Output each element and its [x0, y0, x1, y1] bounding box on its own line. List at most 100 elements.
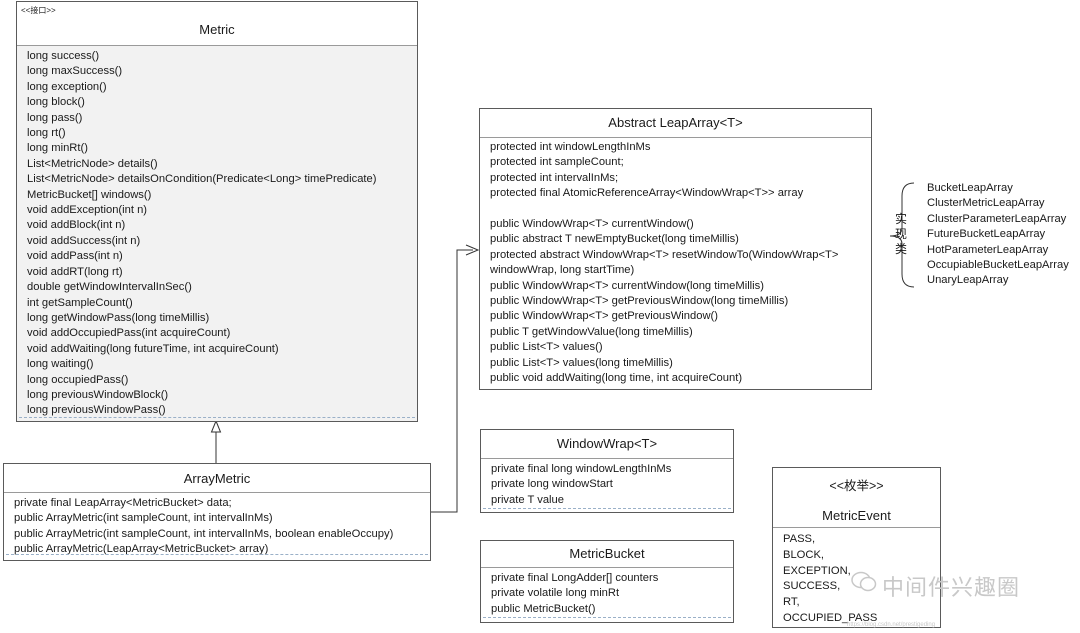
metric-stereotype: <<接口>> — [21, 6, 56, 15]
windowwrap-field: private T value — [491, 493, 564, 506]
implementation-class: OccupiableBucketLeapArray — [927, 259, 1069, 272]
leaparray-members: protected int windowLengthInMs protected … — [480, 138, 871, 386]
arraymetric-member: public ArrayMetric(LeapArray<MetricBucke… — [14, 543, 269, 556]
implementation-class: HotParameterLeapArray — [927, 243, 1049, 256]
leaparray-method: public WindowWrap<T> currentWindow(long … — [490, 279, 764, 292]
watermark-logo-icon — [851, 571, 877, 593]
leaparray-method: public List<T> values() — [490, 341, 603, 354]
metric-method: void addSuccess(int n) — [27, 234, 141, 247]
realization-arrowhead — [210, 419, 222, 433]
metric-method: long previousWindowBlock() — [27, 388, 169, 401]
leaparray-method: public WindowWrap<T> getPreviousWindow(l… — [490, 295, 789, 308]
metric-method: long pass() — [27, 111, 83, 124]
association-arrowhead — [465, 244, 480, 256]
leaparray-title: Abstract LeapArray<T> — [480, 109, 871, 138]
leaparray-method: public WindowWrap<T> currentWindow() — [490, 218, 694, 231]
arraymetric-title: ArrayMetric — [4, 464, 430, 493]
implementation-class: ClusterParameterLeapArray — [927, 212, 1067, 225]
leaparray-method: public void addWaiting(long time, int ac… — [490, 372, 743, 385]
metricbucket-divider — [483, 617, 731, 618]
implementation-class: FutureBucketLeapArray — [927, 228, 1046, 241]
metric-method: long exception() — [27, 80, 107, 93]
leaparray-method-list: public WindowWrap<T> currentWindow() publ… — [490, 217, 871, 386]
arraymetric-member: private final LeapArray<MetricBucket> da… — [14, 497, 232, 509]
implementation-label: 实 现 类 — [894, 212, 908, 257]
windowwrap-divider — [483, 508, 731, 509]
leaparray-class-box: Abstract LeapArray<T> protected int wind… — [479, 108, 872, 390]
implementation-label-char: 现 — [894, 227, 907, 241]
leaparray-method: public WindowWrap<T> getPreviousWindow() — [490, 310, 718, 323]
leaparray-method: protected abstract WindowWrap<T> resetWi… — [490, 248, 839, 261]
metricevent-value: OCCUPIED_PASS — [783, 611, 878, 624]
metricbucket-member: public MetricBucket() — [491, 602, 596, 615]
watermark-text: 中间件兴趣圈 — [882, 575, 1021, 600]
leaparray-gap — [490, 202, 871, 217]
leaparray-method: public List<T> values(long timeMillis) — [490, 356, 673, 369]
windowwrap-class-box: WindowWrap<T> private final long windowL… — [480, 429, 734, 513]
metric-title: Metric — [17, 2, 417, 46]
metric-method: long rt() — [27, 127, 66, 140]
leaparray-field-list: protected int windowLengthInMs protected … — [490, 140, 871, 202]
metric-method: void addException(int n) — [27, 204, 148, 217]
implementation-label-char: 实 — [894, 212, 907, 226]
windowwrap-field: private long windowStart — [491, 478, 613, 491]
metric-method: void addWaiting(long futureTime, int acq… — [27, 342, 279, 355]
metric-method: void addRT(long rt) — [27, 265, 123, 278]
metric-method: void addPass(int n) — [27, 250, 123, 263]
metricbucket-member: private volatile long minRt — [491, 587, 620, 600]
metricevent-value-list: PASS, BLOCK, EXCEPTION, SUCCESS, RT, OCCUPIED… — [773, 528, 940, 627]
metric-method: int getSampleCount() — [27, 296, 133, 309]
leaparray-method: public T getWindowValue(long timeMillis) — [490, 325, 693, 338]
metricbucket-title: MetricBucket — [481, 541, 733, 568]
metricevent-value: PASS, — [783, 533, 816, 545]
implementation-brace — [889, 182, 915, 288]
metricevent-value: BLOCK, — [783, 548, 825, 561]
metricbucket-member-list: private final LongAdder[] counters privat… — [481, 568, 733, 617]
metric-method: long maxSuccess() — [27, 65, 123, 78]
implementation-class: ClusterMetricLeapArray — [927, 197, 1045, 210]
metric-method: long minRt() — [27, 142, 88, 155]
metricevent-value: EXCEPTION, — [783, 564, 851, 577]
arraymetric-class-box: ArrayMetric private final LeapArray<Metr… — [3, 463, 431, 561]
metric-method: MetricBucket[] windows() — [27, 188, 152, 201]
implementation-class: BucketLeapArray — [927, 182, 1013, 194]
leaparray-field: protected final AtomicReferenceArray<Win… — [490, 187, 804, 200]
leaparray-field: protected int windowLengthInMs — [490, 141, 651, 153]
metric-method: long occupiedPass() — [27, 373, 129, 386]
arraymetric-member: public ArrayMetric(int sampleCount, int … — [14, 512, 273, 525]
arraymetric-member-list: private final LeapArray<MetricBucket> da… — [4, 493, 430, 558]
leaparray-method: windowWrap, long startTime) — [490, 264, 635, 277]
metricevent-value: RT, — [783, 596, 800, 609]
metric-method: long waiting() — [27, 358, 94, 371]
arraymetric-member: public ArrayMetric(int sampleCount, int … — [14, 527, 394, 540]
metric-method: void addOccupiedPass(int acquireCount) — [27, 327, 231, 340]
windowwrap-field-list: private final long windowLengthInMs priva… — [481, 459, 733, 508]
metricevent-value: SUCCESS, — [783, 580, 841, 593]
metricbucket-member: private final LongAdder[] counters — [491, 572, 659, 584]
metric-interface-box: <<接口>> Metric long success() long maxSucc… — [16, 1, 418, 422]
metric-divider — [19, 417, 415, 418]
metricevent-header: <<枚举>> MetricEvent — [773, 468, 940, 528]
leaparray-method: public abstract T newEmptyBucket(long ti… — [490, 233, 739, 246]
metric-method: List<MetricNode> detailsOnCondition(Pred… — [27, 173, 377, 186]
metric-method: long success() — [27, 50, 100, 62]
windowwrap-field: private final long windowLengthInMs — [491, 463, 672, 475]
metricbucket-class-box: MetricBucket private final LongAdder[] c… — [480, 540, 734, 623]
metric-method: void addBlock(int n) — [27, 219, 126, 232]
leaparray-field: protected int sampleCount; — [490, 156, 624, 169]
implementation-label-char: 类 — [894, 242, 907, 256]
metric-method: long getWindowPass(long timeMillis) — [27, 311, 210, 324]
leaparray-field: protected int intervalInMs; — [490, 171, 619, 184]
implementation-class: UnaryLeapArray — [927, 274, 1009, 287]
metric-method: List<MetricNode> details() — [27, 157, 158, 170]
metricevent-enum-box: <<枚举>> MetricEvent PASS, BLOCK, EXCEPTION,… — [772, 467, 941, 628]
metricevent-stereotype: <<枚举>> — [829, 479, 884, 493]
arraymetric-divider — [6, 554, 428, 555]
windowwrap-title: WindowWrap<T> — [481, 430, 733, 459]
metric-method: long previousWindowPass() — [27, 404, 166, 417]
metric-method-list: long success() long maxSuccess() long exce… — [17, 46, 417, 419]
association-line — [431, 249, 473, 513]
metric-method: long block() — [27, 96, 85, 109]
